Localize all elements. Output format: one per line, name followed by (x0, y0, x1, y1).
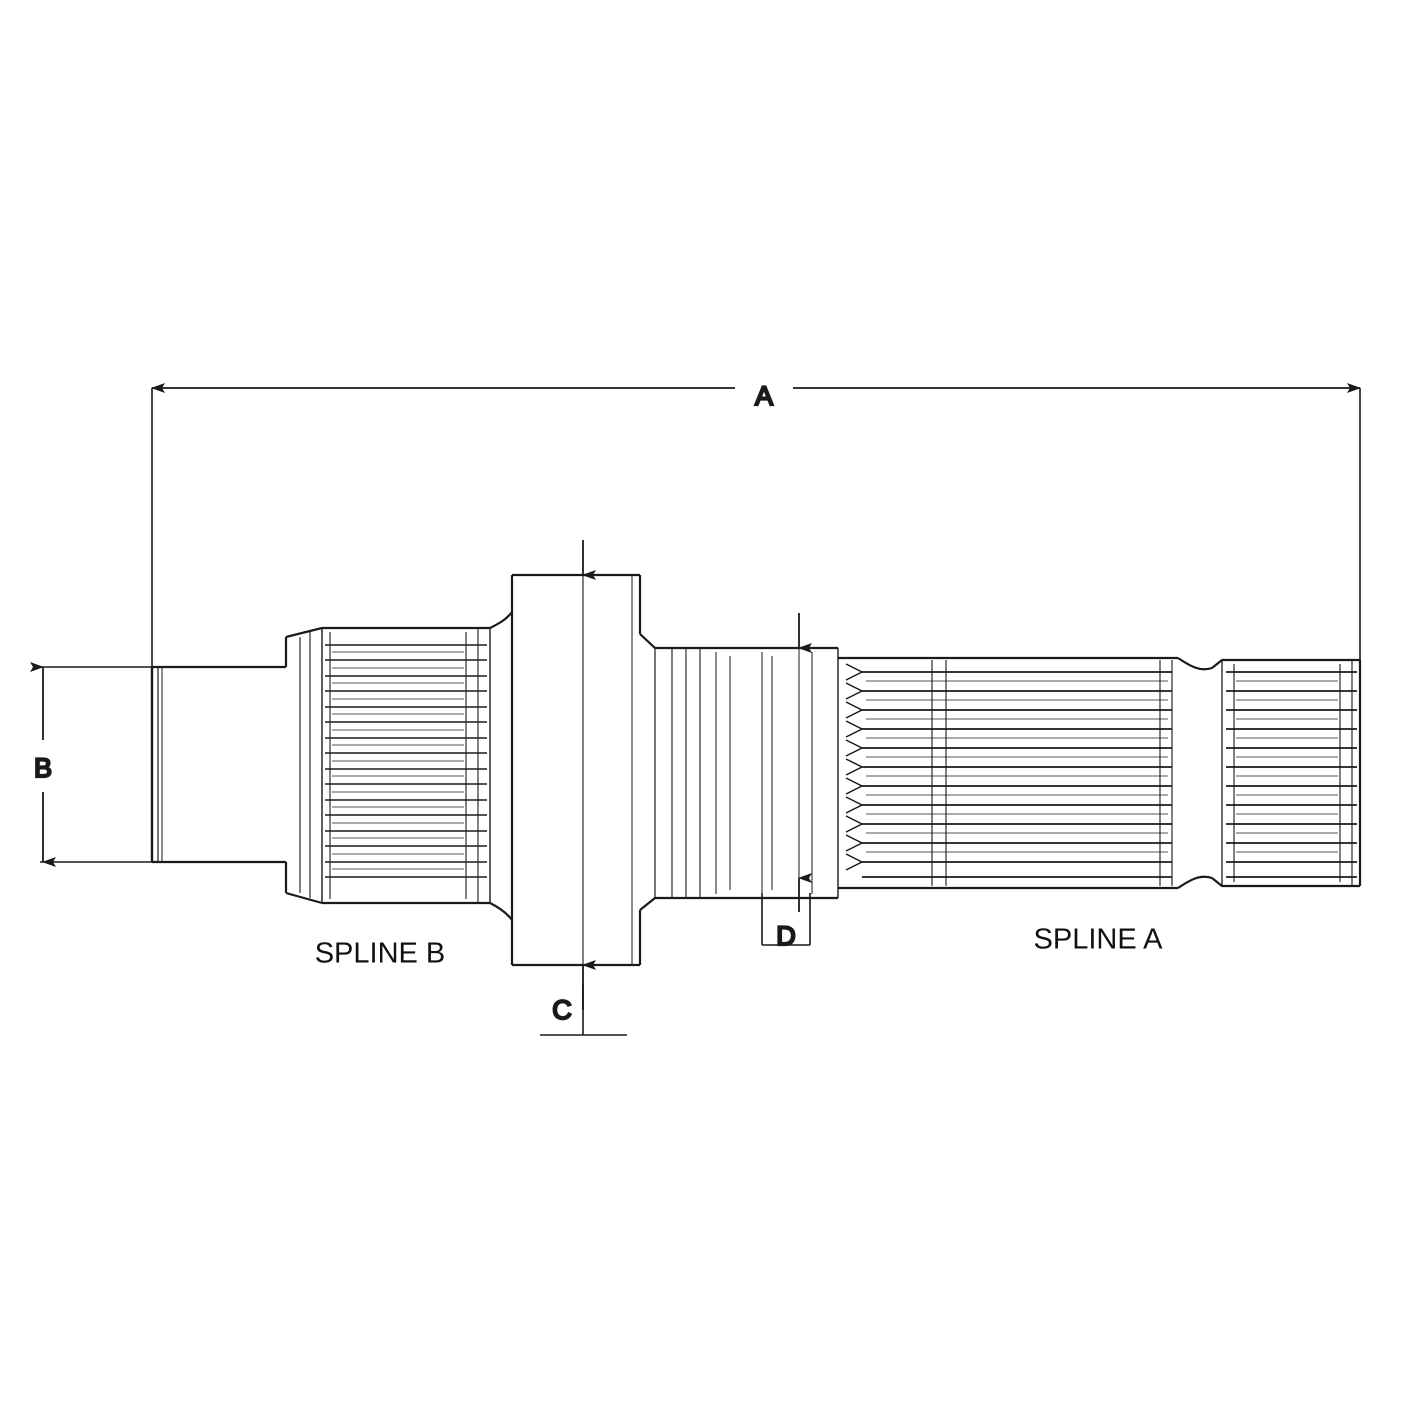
dimension-c (540, 540, 627, 1036)
dimension-c-label: C (552, 995, 572, 1025)
spline-b (321, 626, 491, 905)
dimension-a-label: A (755, 381, 773, 411)
spline-b-shoulder (284, 626, 323, 905)
dimension-d (762, 613, 812, 946)
spline-a-label: SPLINE A (1034, 924, 1164, 956)
flange-collar (510, 573, 642, 967)
dimension-b-label: B (34, 753, 52, 783)
spline-b-runout (489, 611, 513, 921)
spline-a-right (1211, 658, 1362, 888)
spline-a-left (838, 656, 1213, 890)
flange-step (639, 633, 760, 911)
spline-b-label: SPLINE B (315, 938, 446, 970)
left-journal (150, 665, 286, 864)
bearing-journal (760, 646, 839, 900)
dimension-d-label: D (776, 921, 796, 951)
